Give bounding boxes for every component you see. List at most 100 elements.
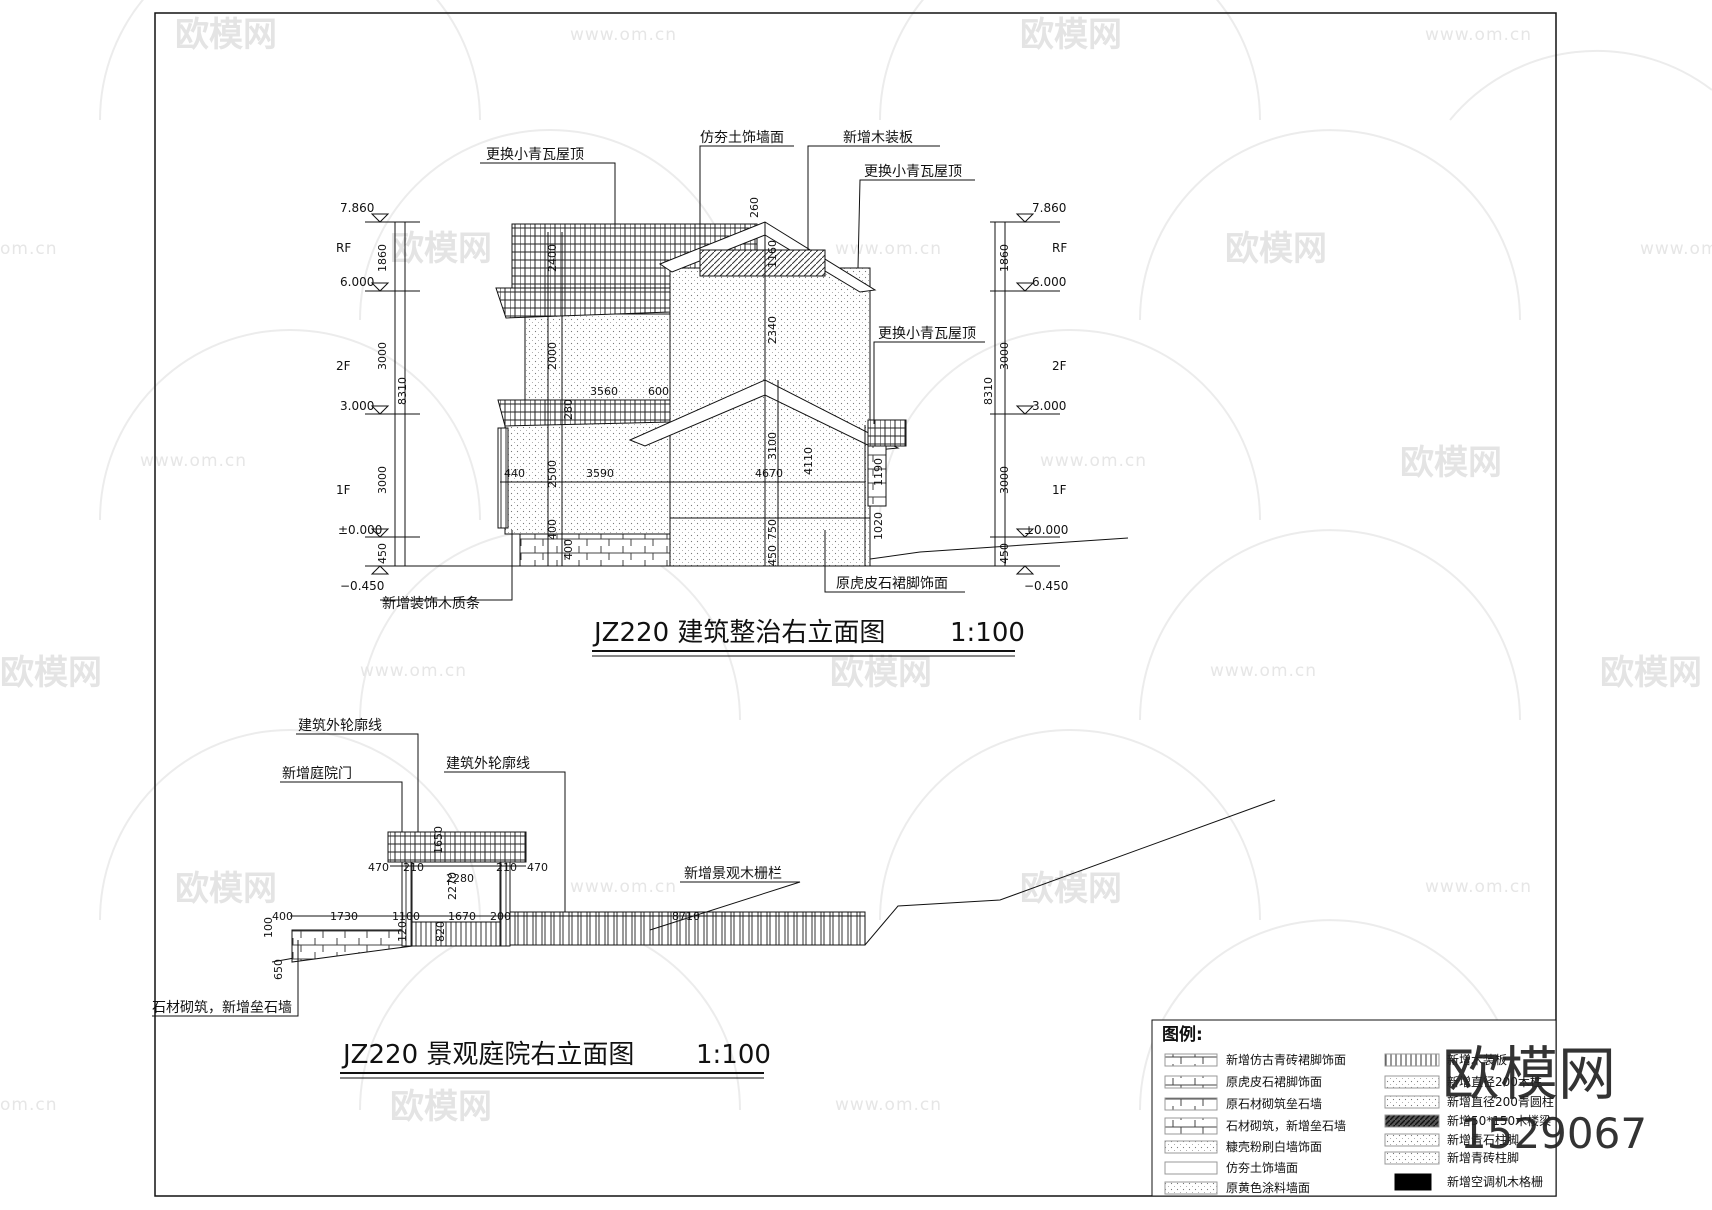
dim-courtyard: 2270 <box>446 872 459 900</box>
watermark-brand: 欧模网 <box>175 15 277 55</box>
left-base-stone <box>519 533 671 567</box>
legend-item: 新增仿古青砖裙脚饰面 <box>1226 1052 1346 1067</box>
dim-total-left: 8310 <box>396 377 409 405</box>
dim-1f-right: 3000 <box>998 466 1011 494</box>
legend-swatch-tiger-stone-base <box>1164 1075 1218 1089</box>
building-elevation-title: JZ220 建筑整治右立面图 <box>592 618 885 648</box>
level-base-elev: −0.450 <box>340 579 384 593</box>
level-marker <box>370 565 390 575</box>
level-roof-elev: 7.860 <box>1032 201 1066 215</box>
dim-2f-left: 3000 <box>376 342 389 370</box>
level-rf: RF <box>336 241 351 255</box>
watermark-layer: 欧模网 欧模网 欧模网 欧模网 欧模网 欧模网 欧模网 欧模网 欧模网 欧模网 … <box>0 0 1712 1127</box>
dim-inner: 3590 <box>586 467 614 480</box>
level-marker <box>1015 213 1035 223</box>
dim-inner: 1020 <box>872 512 885 540</box>
dim-courtyard: 120 <box>396 921 409 942</box>
dim-courtyard: 820 <box>434 921 447 942</box>
level-marker <box>370 405 390 415</box>
legend-item: 新增空调机木格栅 <box>1447 1174 1543 1189</box>
level-base-elev: −0.450 <box>1024 579 1068 593</box>
dim-courtyard: 210 <box>496 861 517 874</box>
right-base-stone <box>669 517 871 567</box>
dim-inner: 1160 <box>766 240 779 268</box>
legend-item: 原黄色涂料墙面 <box>1226 1180 1310 1195</box>
legend-swatch-rammed-earth <box>1164 1161 1218 1175</box>
callout-leader <box>873 341 985 424</box>
legend-item: 新增青砖柱脚 <box>1447 1150 1519 1165</box>
level-2f-elev: 3.000 <box>340 399 374 413</box>
legend-swatch-brick-column-base <box>1384 1151 1440 1165</box>
dim-courtyard: 1670 <box>448 910 476 923</box>
dim-courtyard: 2280 <box>446 872 474 885</box>
level-ground-elev: ±0.000 <box>338 523 382 537</box>
gate-leaf <box>411 921 501 947</box>
level-marker <box>1015 282 1035 292</box>
legend-title: 图例: <box>1162 1024 1203 1045</box>
level-1f: 1F <box>1052 483 1067 497</box>
dim-inner: 2400 <box>546 244 559 272</box>
dim-courtyard: 400 <box>272 910 293 923</box>
legend-swatch-white-plaster <box>1164 1140 1218 1154</box>
level-marker <box>1015 528 1035 538</box>
callout-leader <box>380 530 513 601</box>
legend-swatch-new-brick-base <box>1164 1053 1218 1067</box>
dim-inner: 280 <box>562 399 575 420</box>
side-porch-column <box>867 445 887 507</box>
watermark-url: www.om.cn <box>570 877 677 897</box>
watermark-brand: 欧模网 <box>0 653 102 693</box>
dim-courtyard: 1100 <box>392 910 420 923</box>
dim-inner: 450 <box>766 545 779 566</box>
legend-item: 石材砌筑，新增垒石墙 <box>1226 1118 1346 1133</box>
dim-inner: 2500 <box>546 460 559 488</box>
level-1f: 1F <box>336 483 351 497</box>
watermark-url: www.om.cn <box>1425 25 1532 45</box>
level-2f: 2F <box>336 359 351 373</box>
wood-strip-column <box>497 427 509 529</box>
watermark-brand: 欧模网 <box>1225 229 1327 269</box>
watermark-url: www.om.cn <box>1040 451 1147 471</box>
callout-leader <box>699 145 794 260</box>
dim-courtyard: 1650 <box>432 826 445 854</box>
watermark-url: www.om.cn <box>835 1095 942 1115</box>
level-marker <box>1015 405 1035 415</box>
watermark-brand: 欧模网 <box>1600 653 1702 693</box>
dim-inner: 2000 <box>546 342 559 370</box>
watermark-url-partial: om.cn <box>0 239 58 259</box>
level-2f: 2F <box>1052 359 1067 373</box>
gate-post-left <box>401 861 413 947</box>
dim-courtyard: 100 <box>262 917 275 938</box>
callout-outline-2: 建筑外轮廓线 <box>446 755 530 772</box>
callout-fence: 新增景观木栅栏 <box>684 866 782 882</box>
level-ground-elev: ±0.000 <box>1024 523 1068 537</box>
legend-swatch-yellow-paint <box>1164 1181 1218 1195</box>
dim-inner: 3100 <box>766 432 779 460</box>
legend-swatch-wood-column <box>1384 1075 1440 1089</box>
callout-outline-1: 建筑外轮廓线 <box>298 717 382 734</box>
callout-leader <box>824 530 965 593</box>
dim-courtyard: 1730 <box>330 910 358 923</box>
callout-roof-right-upper: 更换小青瓦屋顶 <box>864 163 962 180</box>
legend-item: 新增50*150木楼梁 <box>1447 1113 1551 1128</box>
left-wall-upper <box>524 313 671 403</box>
callout-stone-wall: 石材砌筑，新增垒石墙 <box>152 1000 292 1016</box>
legend-item: 仿夯土饰墙面 <box>1226 1161 1298 1175</box>
dim-inner: 4670 <box>755 467 783 480</box>
watermark-brand: 欧模网 <box>830 653 932 693</box>
watermark-url: www.om.cn <box>360 661 467 681</box>
dim-courtyard: 210 <box>403 861 424 874</box>
callout-leader <box>296 733 419 790</box>
dim-inner: 2340 <box>766 316 779 344</box>
callout-leader <box>152 940 299 1017</box>
legend-swatch-new-stone-wall <box>1164 1117 1218 1135</box>
watermark-url: www.om.cn <box>1640 239 1712 259</box>
legend-item: 新增木装板 <box>1447 1052 1507 1067</box>
courtyard-elevation: 建筑外轮廓线 新增庭院门 建筑外轮廓线 新增景观木栅栏 石材砌筑，新增垒石墙 4… <box>152 717 1276 1079</box>
lower-side-porch-roof <box>867 419 907 447</box>
legend-swatch-old-stone-wall <box>1164 1097 1218 1111</box>
level-roof-elev: 7.860 <box>340 201 374 215</box>
callout-wood-strip: 新增装饰木质条 <box>382 595 480 612</box>
callout-roof-right-lower: 更换小青瓦屋顶 <box>878 325 976 342</box>
corner-brand-logo: 欧模网 <box>1442 1040 1616 1108</box>
